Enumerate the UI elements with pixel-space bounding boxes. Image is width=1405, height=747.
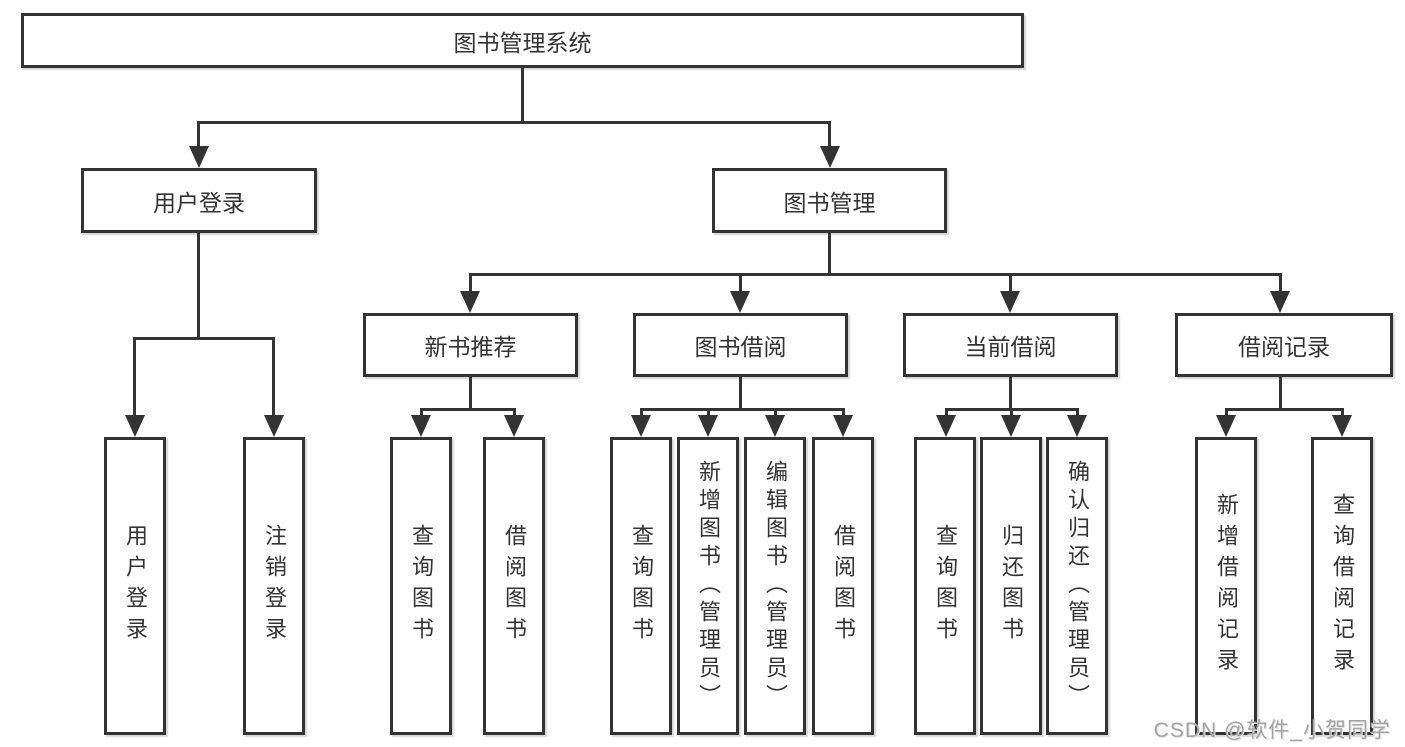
connector-drop-new-book: [469, 273, 472, 293]
connector-drop-user-login: [197, 121, 200, 149]
leaf-borrow-book-2-label: 借阅图书: [831, 524, 856, 648]
arrowhead-nb1: [504, 415, 524, 437]
leaf-logout-label: 注销登录: [262, 524, 287, 648]
arrowhead-rc1: [1332, 415, 1352, 437]
connector-current-borrow-stem: [1009, 376, 1012, 408]
arrowhead-bw0: [631, 415, 651, 437]
node-new-book-recommend: 新书推荐: [363, 313, 578, 377]
connector-drop-borrow-records: [1279, 273, 1282, 293]
arrowhead-nb0: [411, 415, 431, 437]
node-borrow-records-label: 借阅记录: [1238, 334, 1330, 360]
connector-drop-cu0: [945, 408, 948, 418]
arrowhead-bw1: [698, 415, 718, 437]
connector-drop-nb1: [513, 408, 516, 418]
leaf-add-borrow-record-label: 新增借阅记录: [1214, 493, 1239, 679]
arrowhead-leaf-login: [125, 415, 145, 437]
arrowhead-bw2: [765, 415, 785, 437]
leaf-query-book-1: 查询图书: [390, 437, 452, 735]
connector-book-mgmt-split: [469, 273, 1281, 276]
csdn-watermark: CSDN @软件_小贺同学: [1153, 719, 1391, 742]
leaf-borrow-book-1-label: 借阅图书: [502, 524, 527, 648]
leaf-confirm-return-admin: 确认归还（管理员）: [1046, 437, 1108, 735]
connector-user-login-stem: [197, 233, 200, 337]
node-user-login: 用户登录: [81, 168, 317, 233]
arrowhead-user-login: [189, 146, 209, 168]
leaf-add-borrow-record: 新增借阅记录: [1195, 437, 1257, 735]
connector-new-book-split: [420, 408, 515, 411]
connector-drop-book-mgmt: [828, 121, 831, 149]
node-root-label: 图书管理系统: [453, 29, 592, 56]
connector-root-split: [197, 121, 831, 124]
connector-drop-nb0: [420, 408, 423, 418]
connector-new-book-stem: [469, 376, 472, 408]
leaf-confirm-return-admin-label: 确认归还（管理员）: [1065, 460, 1090, 712]
connector-drop-leaf-logout: [272, 337, 275, 417]
leaf-logout: 注销登录: [243, 437, 305, 735]
node-new-book-recommend-label: 新书推荐: [424, 334, 517, 360]
connector-book-borrow-split: [640, 408, 843, 411]
connector-book-mgmt-stem: [828, 233, 831, 273]
connector-borrow-records-split: [1225, 408, 1343, 411]
node-current-borrow-label: 当前借阅: [964, 334, 1057, 360]
node-book-borrow: 图书借阅: [633, 313, 848, 377]
node-current-borrow: 当前借阅: [903, 313, 1118, 377]
arrowhead-bw3: [833, 415, 853, 437]
node-user-login-label: 用户登录: [153, 189, 245, 216]
arrowhead-new-book: [460, 291, 480, 313]
leaf-add-book-admin: 新增图书（管理员）: [677, 437, 739, 735]
arrowhead-leaf-logout: [264, 415, 284, 437]
node-book-borrow-label: 图书借阅: [694, 334, 787, 360]
arrowhead-cu2: [1067, 415, 1087, 437]
connector-drop-cu1: [1010, 408, 1013, 418]
leaf-add-book-admin-label: 新增图书（管理员）: [696, 460, 721, 712]
leaf-query-book-2-label: 查询图书: [629, 524, 654, 648]
connector-borrow-records-stem: [1279, 376, 1282, 408]
leaf-query-book-3: 查询图书: [914, 437, 976, 735]
arrowhead-rc0: [1216, 415, 1236, 437]
connector-book-borrow-stem: [739, 376, 742, 408]
node-book-management-label: 图书管理: [783, 189, 876, 216]
connector-drop-bw1: [707, 408, 710, 418]
node-book-management: 图书管理: [712, 168, 947, 233]
arrowhead-book-mgmt: [820, 146, 840, 168]
connector-drop-bw0: [640, 408, 643, 418]
leaf-user-login: 用户登录: [104, 437, 166, 735]
connector-drop-bw3: [842, 408, 845, 418]
node-borrow-records: 借阅记录: [1175, 313, 1393, 377]
leaf-query-book-2: 查询图书: [610, 437, 672, 735]
leaf-query-borrow-record-label: 查询借阅记录: [1330, 493, 1355, 679]
leaf-return-book-label: 归还图书: [999, 524, 1024, 648]
arrowhead-cu1: [1001, 415, 1021, 437]
connector-drop-leaf-login: [133, 337, 136, 417]
arrowhead-cu0: [936, 415, 956, 437]
leaf-borrow-book-1: 借阅图书: [483, 437, 545, 735]
leaf-edit-book-admin: 编辑图书（管理员）: [744, 437, 806, 735]
leaf-query-book-1-label: 查询图书: [409, 524, 434, 648]
connector-drop-cu2: [1076, 408, 1079, 418]
connector-drop-rc0: [1225, 408, 1228, 418]
leaf-query-book-3-label: 查询图书: [933, 524, 958, 648]
connector-drop-current-borrow: [1009, 273, 1012, 293]
connector-drop-rc1: [1341, 408, 1344, 418]
connector-drop-bw2: [774, 408, 777, 418]
node-root: 图书管理系统: [21, 13, 1024, 68]
leaf-return-book: 归还图书: [980, 437, 1042, 735]
connector-root-stem: [521, 67, 524, 121]
leaf-user-login-label: 用户登录: [123, 524, 148, 648]
leaf-edit-book-admin-label: 编辑图书（管理员）: [763, 460, 788, 712]
connector-user-login-split: [134, 337, 275, 340]
leaf-borrow-book-2: 借阅图书: [812, 437, 874, 735]
arrowhead-borrow-records: [1270, 291, 1290, 313]
leaf-query-borrow-record: 查询借阅记录: [1311, 437, 1373, 735]
arrowhead-book-borrow: [730, 291, 750, 313]
connector-drop-book-borrow: [739, 273, 742, 293]
arrowhead-current-borrow: [1000, 291, 1020, 313]
